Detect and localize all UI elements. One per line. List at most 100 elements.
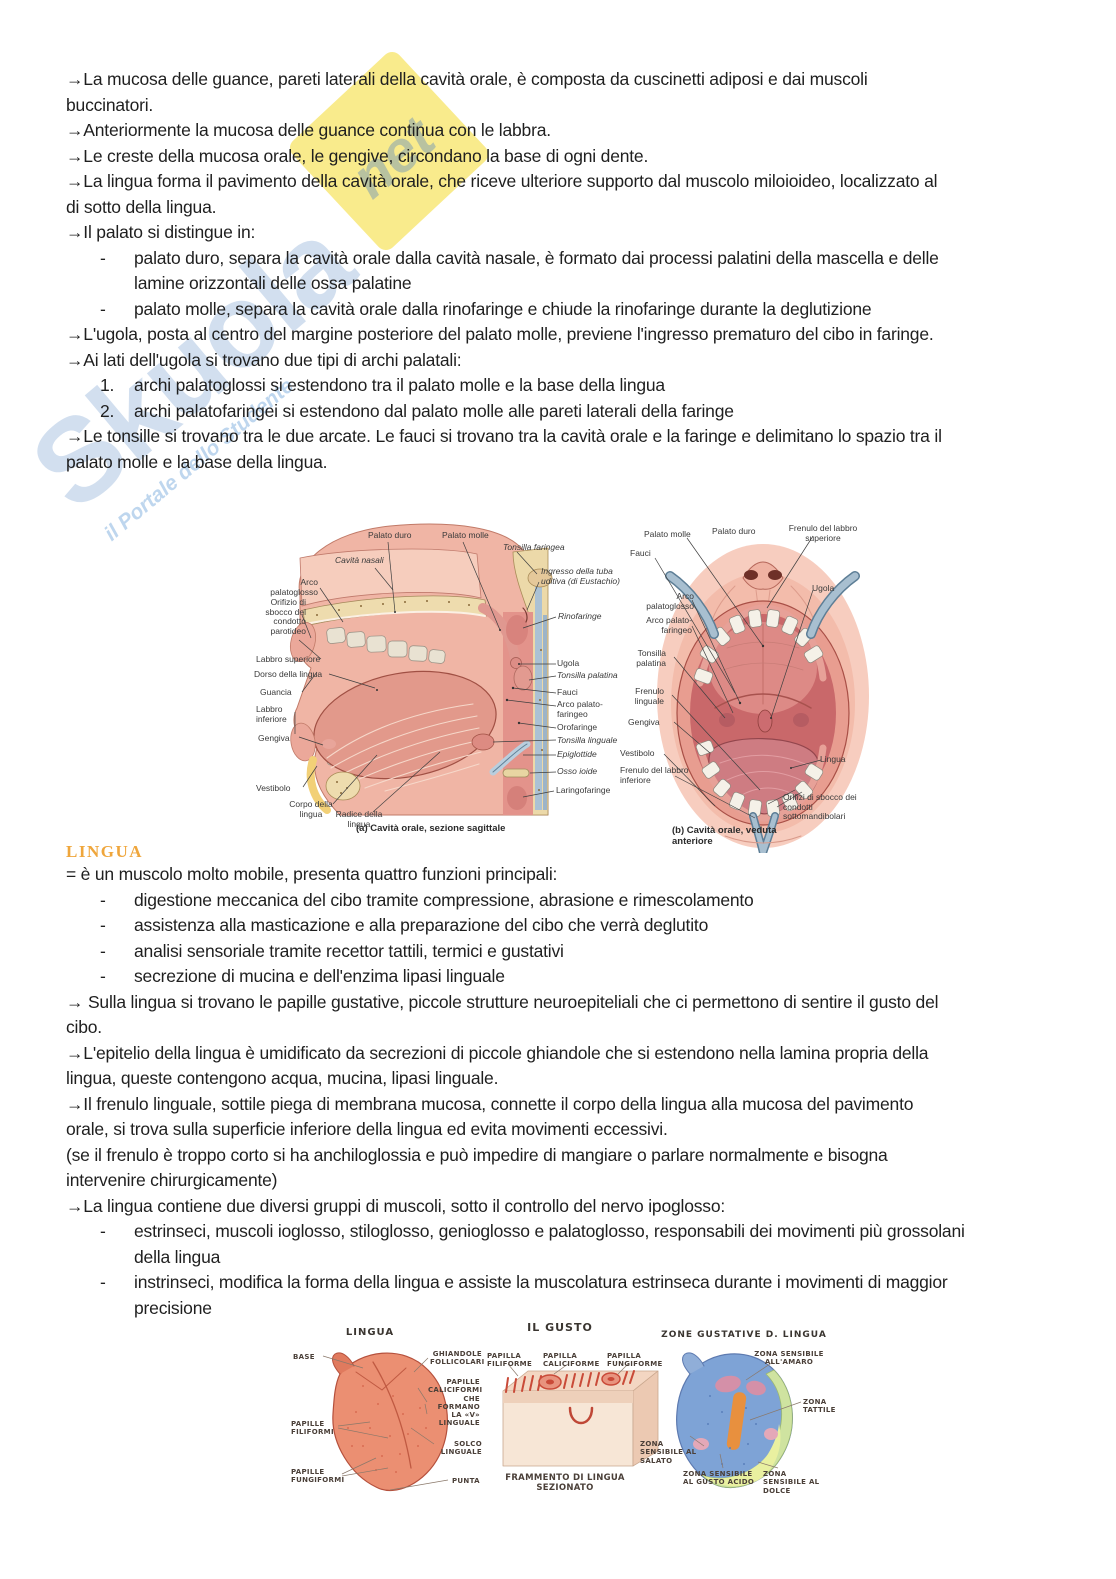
list-item-text: secrezione di mucina e dell'enzima lipas… (134, 966, 505, 986)
fig2-label: PAPILLA CALICIFORME (543, 1352, 600, 1369)
figure-label: Palato duro (712, 526, 756, 536)
fig2-label: ZONA TATTILE (803, 1398, 836, 1415)
figure-label: Tonsilla palatina (557, 670, 618, 680)
number-marker: 2. (100, 400, 115, 421)
list-item-text: estrinseci, muscoli ioglosso, stilogloss… (134, 1221, 965, 1267)
list-item: - assistenza alla masticazione e alla pre… (100, 913, 1110, 939)
figure-label: Laringofaringe (556, 785, 611, 795)
paragraph: → Sulla lingua si trovano le papille gus… (66, 991, 939, 1038)
fig2-label: PAPILLA FILIFORME (487, 1352, 533, 1369)
figure-label: Cavità nasali (335, 555, 384, 565)
paragraph: →Le creste della mucosa orale, le gengiv… (66, 145, 649, 166)
figure-label: Frenulo del labbro superiore (788, 523, 858, 543)
list-item-text: analisi sensoriale tramite recettor tatt… (134, 940, 564, 961)
numbered-item: 2. archi palatofaringei si estendono dal … (100, 399, 1110, 425)
list-item: - estrinseci, muscoli ioglosso, stiloglos… (100, 1219, 1110, 1270)
fig2-label: ZONA SENSIBILE ALL'AMARO (754, 1350, 824, 1367)
figure-label: Epiglottide (557, 749, 597, 759)
bullet-marker: - (100, 889, 106, 910)
figure-label: Labbro inferiore (256, 704, 287, 724)
figure-label: Orifizio di sbocco del condotto parotide… (265, 597, 306, 636)
figure-label: Arco palato-faringeo (646, 615, 692, 635)
fig2-label: GHIANDOLE FOLLICOLARI (430, 1350, 485, 1367)
sagittal-section-illustration (289, 523, 557, 816)
paragraph: →Il palato si distingue in: (66, 222, 256, 242)
list-item: -instrinseci, modifica la forma della li… (100, 1270, 1110, 1321)
figure-label: Corpo della lingua (289, 799, 333, 819)
figure-label: Palato molle (644, 529, 691, 539)
tongue-taste-illustration (322, 1352, 802, 1492)
fig2-label: BASE (293, 1353, 315, 1361)
section-heading-lingua: LINGUA (66, 842, 144, 861)
bullet-marker: - (100, 247, 106, 268)
list-item-text: palato duro, separa la cavità orale dall… (134, 247, 939, 294)
figure-label: Rinofaringe (558, 611, 602, 621)
figure-label: Lingua (820, 754, 846, 764)
figure-label: Tonsilla linguale (557, 735, 618, 745)
figure-label: Tonsilla faringea (503, 542, 565, 552)
figure-label: Radice della lingua (335, 809, 383, 829)
fig2-label: ZONA SENSIBILE AL GUSTO ACIDO (683, 1470, 755, 1487)
fig2-label: PUNTA (452, 1477, 480, 1485)
paragraph: →La lingua forma il pavimento della cavi… (66, 171, 938, 217)
figure-label: Arco palatoglosso (646, 591, 694, 611)
figure-caption: (a) Cavità orale, sezione sagittale (356, 823, 506, 834)
notes-section-lingua: LINGUA = è un muscolo molto mobile, pres… (66, 841, 1110, 1321)
figure-label: Fauci (630, 548, 651, 558)
bullet-marker: - (100, 298, 106, 319)
fig2-label: PAPILLE FILIFORMI (291, 1420, 334, 1437)
bullet-marker: - (100, 915, 106, 935)
list-item-text: archi palatofaringei si estendono dal pa… (134, 400, 734, 421)
fig2-label: PAPILLE CALICIFORMI CHE FORMANO LA «V» L… (428, 1378, 483, 1428)
figure-label: Frenulo del labbro inferiore (620, 765, 689, 785)
fig2-title-gusto: IL GUSTO (527, 1321, 593, 1334)
leader-lines (654, 535, 822, 819)
figure-label: Arco palato-faringeo (557, 699, 603, 719)
paragraph: →La mucosa delle guance, pareti laterali… (66, 69, 868, 115)
figure-label: Orifizi di sbocco dei condotti sottomand… (783, 792, 857, 822)
figure-label: Palato duro (368, 530, 412, 540)
fig2-title-zone: ZONE GUSTATIVE D. LINGUA (661, 1330, 827, 1340)
list-item: - palato molle, separa la cavità orale da… (100, 297, 1110, 323)
figure-label: Vestibolo (256, 783, 291, 793)
bullet-marker: - (100, 1221, 106, 1241)
fig2-label: ZONA SENSIBILE AL SALATO (640, 1440, 697, 1465)
fig2-label: PAPILLA FUNGIFORME (607, 1352, 663, 1369)
figure-label: Gengiva (628, 717, 660, 727)
list-item-text: assistenza alla masticazione e alla prep… (134, 915, 709, 935)
figure-label: Dorso della lingua (254, 669, 323, 679)
fig2-label: PAPILLE FUNGIFORMI (291, 1468, 345, 1485)
figure-label: Ugola (812, 583, 835, 593)
list-item-text: digestione meccanica del cibo tramite co… (134, 889, 754, 910)
paragraph: →Il frenulo linguale, sottile piega di m… (66, 1093, 914, 1140)
paragraph: →Anteriormente la mucosa delle guance co… (66, 120, 551, 140)
paragraph: →Ai lati dell'ugola si trovano due tipi … (66, 349, 462, 370)
bullet-marker: - (100, 940, 106, 961)
figure-caption: (b) Cavità orale, veduta anteriore (672, 825, 777, 847)
figure-label: Frenulo linguale (634, 686, 664, 706)
fig2-label: ZONA SENSIBILE AL DOLCE (763, 1470, 820, 1495)
figure-label: Gengiva (258, 733, 290, 743)
figure-label: Labbro superiore (256, 654, 321, 664)
list-item: - analisi sensoriale tramite recettor tat… (100, 939, 1110, 965)
list-item-text: instrinseci, modifica la forma della lin… (134, 1272, 948, 1318)
paragraph: →La lingua contiene due diversi gruppi d… (66, 1195, 726, 1216)
number-marker: 1. (100, 375, 115, 395)
paragraph: →L'epitelio della lingua è umidificato d… (66, 1042, 929, 1089)
figure-label: Tonsilla palatina (636, 648, 666, 668)
list-item-text: palato molle, separa la cavità orale dal… (134, 298, 872, 319)
numbered-item: 1.archi palatoglossi si estendono tra il… (100, 373, 1110, 399)
anterior-view-illustration (654, 535, 869, 853)
list-item: - digestione meccanica del cibo tramite c… (100, 888, 1110, 914)
bullet-marker: - (100, 966, 106, 986)
list-item: - palato duro, separa la cavità orale dal… (100, 246, 1110, 297)
leader-lines (322, 1355, 802, 1491)
figure-label: Osso ioide (557, 766, 598, 776)
figure-label: Orofaringe (557, 722, 598, 732)
paragraph: →L'ugola, posta al centro del margine po… (66, 324, 934, 344)
fig2-title-lingua: LINGUA (345, 1327, 395, 1338)
figure-label: Palato molle (442, 530, 489, 540)
notes-section-oral-cavity: →La mucosa delle guance, pareti laterali… (66, 67, 1110, 475)
